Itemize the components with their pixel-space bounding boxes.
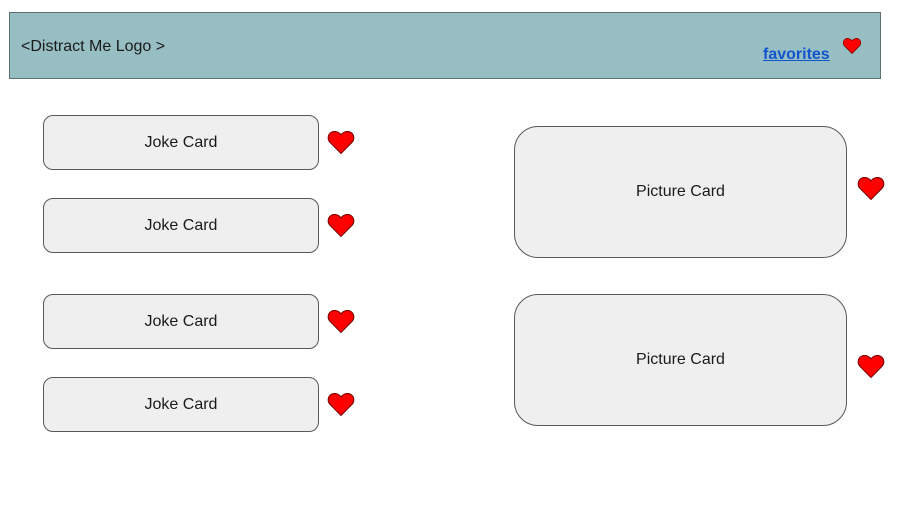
joke-card-2-heart-icon[interactable]	[327, 214, 355, 237]
joke-card-4[interactable]: Joke Card	[43, 377, 319, 432]
joke-card-label: Joke Card	[144, 312, 218, 330]
picture-card-2[interactable]: Picture Card	[514, 294, 847, 426]
picture-card-1[interactable]: Picture Card	[514, 126, 847, 258]
joke-card-1[interactable]: Joke Card	[43, 115, 319, 170]
picture-card-label: Picture Card	[636, 183, 725, 200]
picture-card-2-heart-icon[interactable]	[857, 355, 885, 378]
joke-card-3[interactable]: Joke Card	[43, 294, 319, 349]
favorites-link[interactable]: favorites	[763, 46, 830, 63]
joke-card-2[interactable]: Joke Card	[43, 198, 319, 253]
joke-card-label: Joke Card	[144, 133, 218, 151]
joke-card-label: Joke Card	[144, 216, 218, 234]
favorites-heart-icon[interactable]	[843, 38, 861, 54]
joke-card-4-heart-icon[interactable]	[327, 393, 355, 416]
logo: <Distract Me Logo >	[21, 38, 166, 55]
picture-card-label: Picture Card	[636, 351, 725, 368]
header-bar: <Distract Me Logo > favorites	[9, 12, 881, 79]
joke-card-3-heart-icon[interactable]	[327, 310, 355, 333]
picture-card-1-heart-icon[interactable]	[857, 177, 885, 200]
joke-card-1-heart-icon[interactable]	[327, 131, 355, 154]
joke-card-label: Joke Card	[144, 395, 218, 413]
